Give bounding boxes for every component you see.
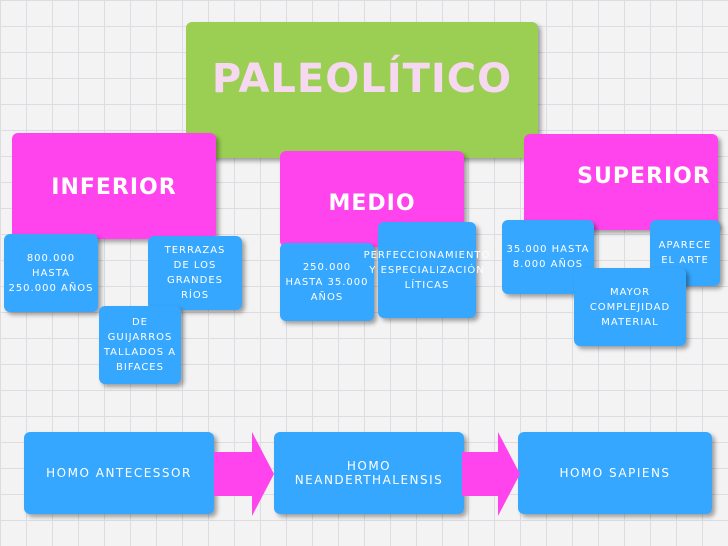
inferior-dates: 800.000 HASTA 250.000 AÑOS: [8, 252, 94, 294]
medio-dates: 250.000 HASTA 35.000 AÑOS: [285, 261, 369, 303]
medio-perfeccionamiento: PERFECCIONAMIENTO Y ESPECIALIZACIÓN LÍTI…: [363, 249, 491, 291]
superior-arte: APARECE EL ARTE: [658, 240, 712, 266]
period-superior-box: SUPERIOR: [524, 134, 718, 230]
period-superior-label: SUPERIOR: [577, 164, 711, 189]
species-antecessor-box: HOMO ANTECESSOR: [24, 432, 214, 514]
inferior-guijarros: DE GUIJARROS TALLADOS A BIFACES: [103, 317, 177, 373]
species-antecessor: HOMO ANTECESSOR: [46, 466, 192, 480]
superior-complejidad: MAYOR COMPLEJIDAD MATERIAL: [589, 286, 671, 328]
species-sapiens-box: HOMO SAPIENS: [518, 432, 712, 514]
period-medio-label: MEDIO: [328, 191, 416, 216]
arrow-neanderthalensis-to-sapiens: [462, 432, 520, 516]
medio-perfeccionamiento-box: PERFECCIONAMIENTO Y ESPECIALIZACIÓN LÍTI…: [364, 222, 489, 318]
period-medio-box: MEDIO: [280, 151, 464, 247]
period-inferior-box: INFERIOR: [12, 133, 216, 239]
page-title: PALEOLÍTICO: [211, 56, 513, 102]
medio-dates-box: 250.000 HASTA 35.000 AÑOS: [280, 243, 374, 321]
species-neanderthalensis-box: HOMO NEANDERTHALENSIS: [274, 432, 464, 514]
inferior-terrazas-box: TERRAZAS DE LOS GRANDES RÍOS: [148, 236, 242, 310]
period-inferior-label: INFERIOR: [51, 175, 177, 200]
inferior-dates-box: 800.000 HASTA 250.000 AÑOS: [4, 234, 98, 312]
species-neanderthalensis: HOMO NEANDERTHALENSIS: [294, 459, 444, 487]
superior-complejidad-box: MAYOR COMPLEJIDAD MATERIAL: [574, 268, 686, 346]
title-box: PALEOLÍTICO: [186, 22, 538, 158]
species-sapiens: HOMO SAPIENS: [559, 466, 671, 480]
superior-dates: 35.000 HASTA 8.000 AÑOS: [506, 244, 590, 270]
inferior-guijarros-box: DE GUIJARROS TALLADOS A BIFACES: [99, 306, 181, 384]
arrow-antecessor-to-neanderthalensis: [214, 432, 274, 516]
inferior-terrazas: TERRAZAS DE LOS GRANDES RÍOS: [164, 245, 226, 301]
